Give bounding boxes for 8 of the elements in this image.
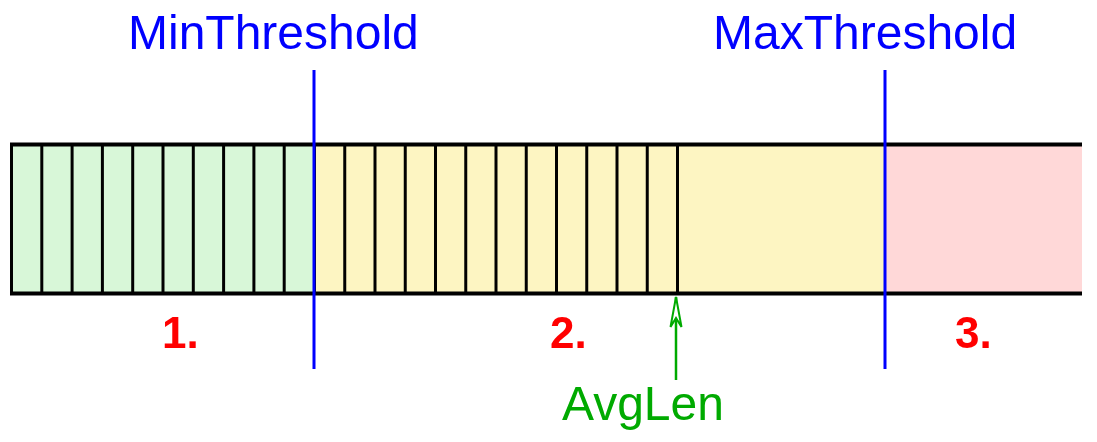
region-number: 1. bbox=[162, 309, 199, 358]
region-number: 3. bbox=[955, 309, 992, 358]
region-number: 2. bbox=[550, 309, 587, 358]
arrow bbox=[669, 296, 683, 380]
queue-length-label: AvgLen bbox=[562, 378, 724, 431]
threshold-label: MinThreshold bbox=[128, 7, 419, 60]
threshold-label: MaxThreshold bbox=[713, 7, 1018, 60]
queue-bar bbox=[10, 143, 1082, 295]
